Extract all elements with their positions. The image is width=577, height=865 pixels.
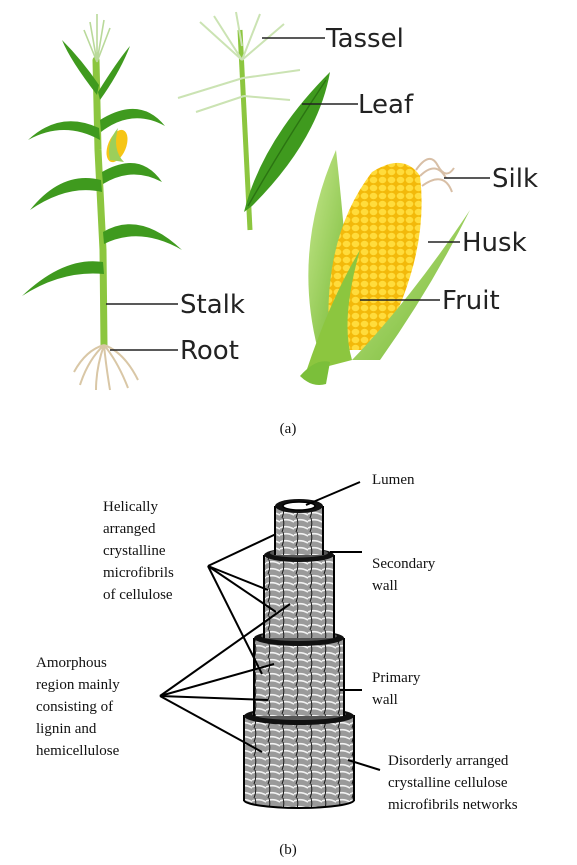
- label-leaf: Leaf: [358, 90, 414, 120]
- plant-leaves: [22, 40, 182, 296]
- disorderly-leader: [347, 759, 381, 771]
- caption-b: (b): [279, 842, 297, 858]
- label-lumen: Lumen: [372, 472, 415, 488]
- label-helical-1: Helically: [103, 499, 158, 515]
- panel-a-corn-plant: Tassel Leaf Silk Husk Fruit Stalk Root (…: [22, 11, 538, 437]
- label-disorderly-2: crystalline cellulose: [388, 775, 508, 791]
- label-amorphous-5: hemicellulose: [36, 743, 120, 759]
- label-primary-wall-1: Primary: [372, 670, 421, 686]
- kernels: [328, 162, 422, 350]
- plant-tassel: [83, 14, 111, 63]
- tassel-detail: [177, 11, 301, 231]
- panel-b-fiber-structure: Lumen Secondary wall Primary wall Disord…: [36, 472, 518, 858]
- whole-plant-illustration: [22, 14, 182, 391]
- plant-stalk: [92, 56, 108, 349]
- silk-strands: [415, 158, 455, 193]
- corn-ear-detail: [300, 150, 470, 385]
- label-helical-2: arranged: [103, 521, 156, 537]
- label-husk: Husk: [462, 228, 527, 258]
- lumen-leader: [305, 481, 361, 506]
- label-secondary-wall-2: wall: [372, 578, 398, 594]
- label-disorderly-3: microfibrils networks: [388, 797, 518, 813]
- label-root: Root: [180, 336, 239, 366]
- helical-leaders: [207, 533, 277, 675]
- label-silk: Silk: [492, 164, 538, 194]
- label-helical-3: crystalline: [103, 543, 166, 559]
- label-helical-5: of cellulose: [103, 587, 173, 603]
- amorphous-leaders: [159, 603, 291, 753]
- fiber-cylinder: [243, 499, 355, 809]
- label-fruit: Fruit: [442, 286, 500, 316]
- label-amorphous-4: lignin and: [36, 721, 97, 737]
- plant-roots: [73, 344, 139, 391]
- caption-a: (a): [280, 421, 297, 437]
- label-tassel: Tassel: [325, 24, 404, 54]
- label-amorphous-2: region mainly: [36, 677, 120, 693]
- label-primary-wall-2: wall: [372, 692, 398, 708]
- label-helical-4: microfibrils: [103, 565, 174, 581]
- label-secondary-wall-1: Secondary: [372, 556, 436, 572]
- label-amorphous-1: Amorphous: [36, 655, 107, 671]
- label-disorderly-1: Disorderly arranged: [388, 753, 509, 769]
- label-stalk: Stalk: [180, 290, 245, 320]
- husk-front: [306, 250, 360, 372]
- label-amorphous-3: consisting of: [36, 699, 113, 715]
